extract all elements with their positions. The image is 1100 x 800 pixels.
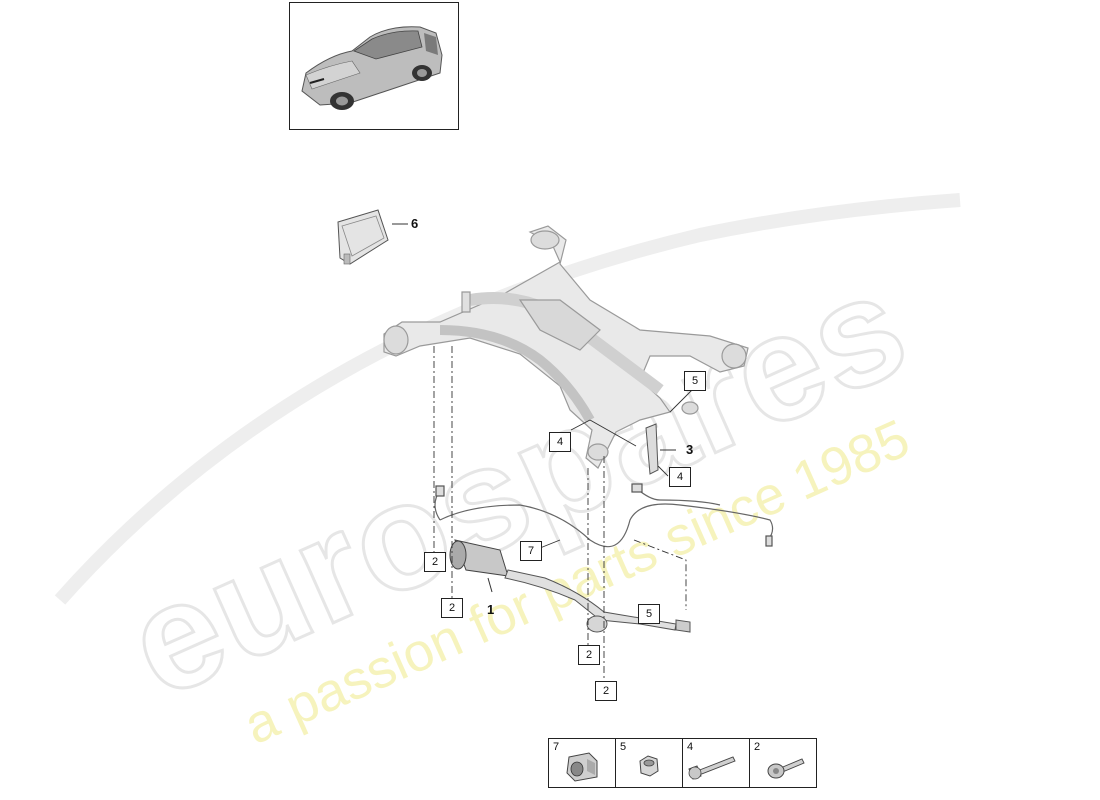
callout-part-2-c: 2 (578, 645, 600, 665)
hardware-legend: 7 5 4 2 (548, 738, 817, 788)
legend-item: 4 (683, 739, 750, 787)
callout-part-2-a: 2 (424, 552, 446, 572)
callout-part-7: 7 (520, 541, 542, 561)
hex-nut-icon (639, 755, 659, 777)
rubber-mount-icon (566, 752, 598, 782)
callout-part-3: 3 (686, 442, 694, 457)
callout-part-2-b: 2 (441, 598, 463, 618)
legend-number: 4 (687, 741, 694, 753)
callout-pointers (539, 387, 695, 549)
muffler-assembly-part (449, 539, 691, 633)
short-bolt-icon (767, 758, 805, 779)
vehicle-thumbnail (289, 2, 459, 130)
rear-subframe-part (383, 225, 749, 469)
legend-number: 2 (754, 741, 761, 753)
callout-part-4-b: 4 (669, 467, 691, 487)
leader-lines (433, 346, 687, 682)
callout-part-5-a: 5 (684, 371, 706, 391)
legend-item: 7 (549, 739, 616, 787)
legend-item: 2 (750, 739, 816, 787)
cable-harness (434, 483, 774, 548)
callout-part-4-a: 4 (549, 432, 571, 452)
callout-part-5-b: 5 (638, 604, 660, 624)
callout-part-1: 1 (487, 602, 495, 617)
long-bolt-icon (688, 756, 736, 780)
legend-number: 5 (620, 741, 627, 753)
legend-number: 7 (553, 741, 560, 753)
legend-item: 5 (616, 739, 683, 787)
suv-car-icon (301, 26, 443, 110)
callout-part-2-d: 2 (595, 681, 617, 701)
bracket-part (645, 423, 676, 475)
callout-part-6: 6 (411, 216, 419, 231)
control-unit-part (337, 209, 408, 265)
